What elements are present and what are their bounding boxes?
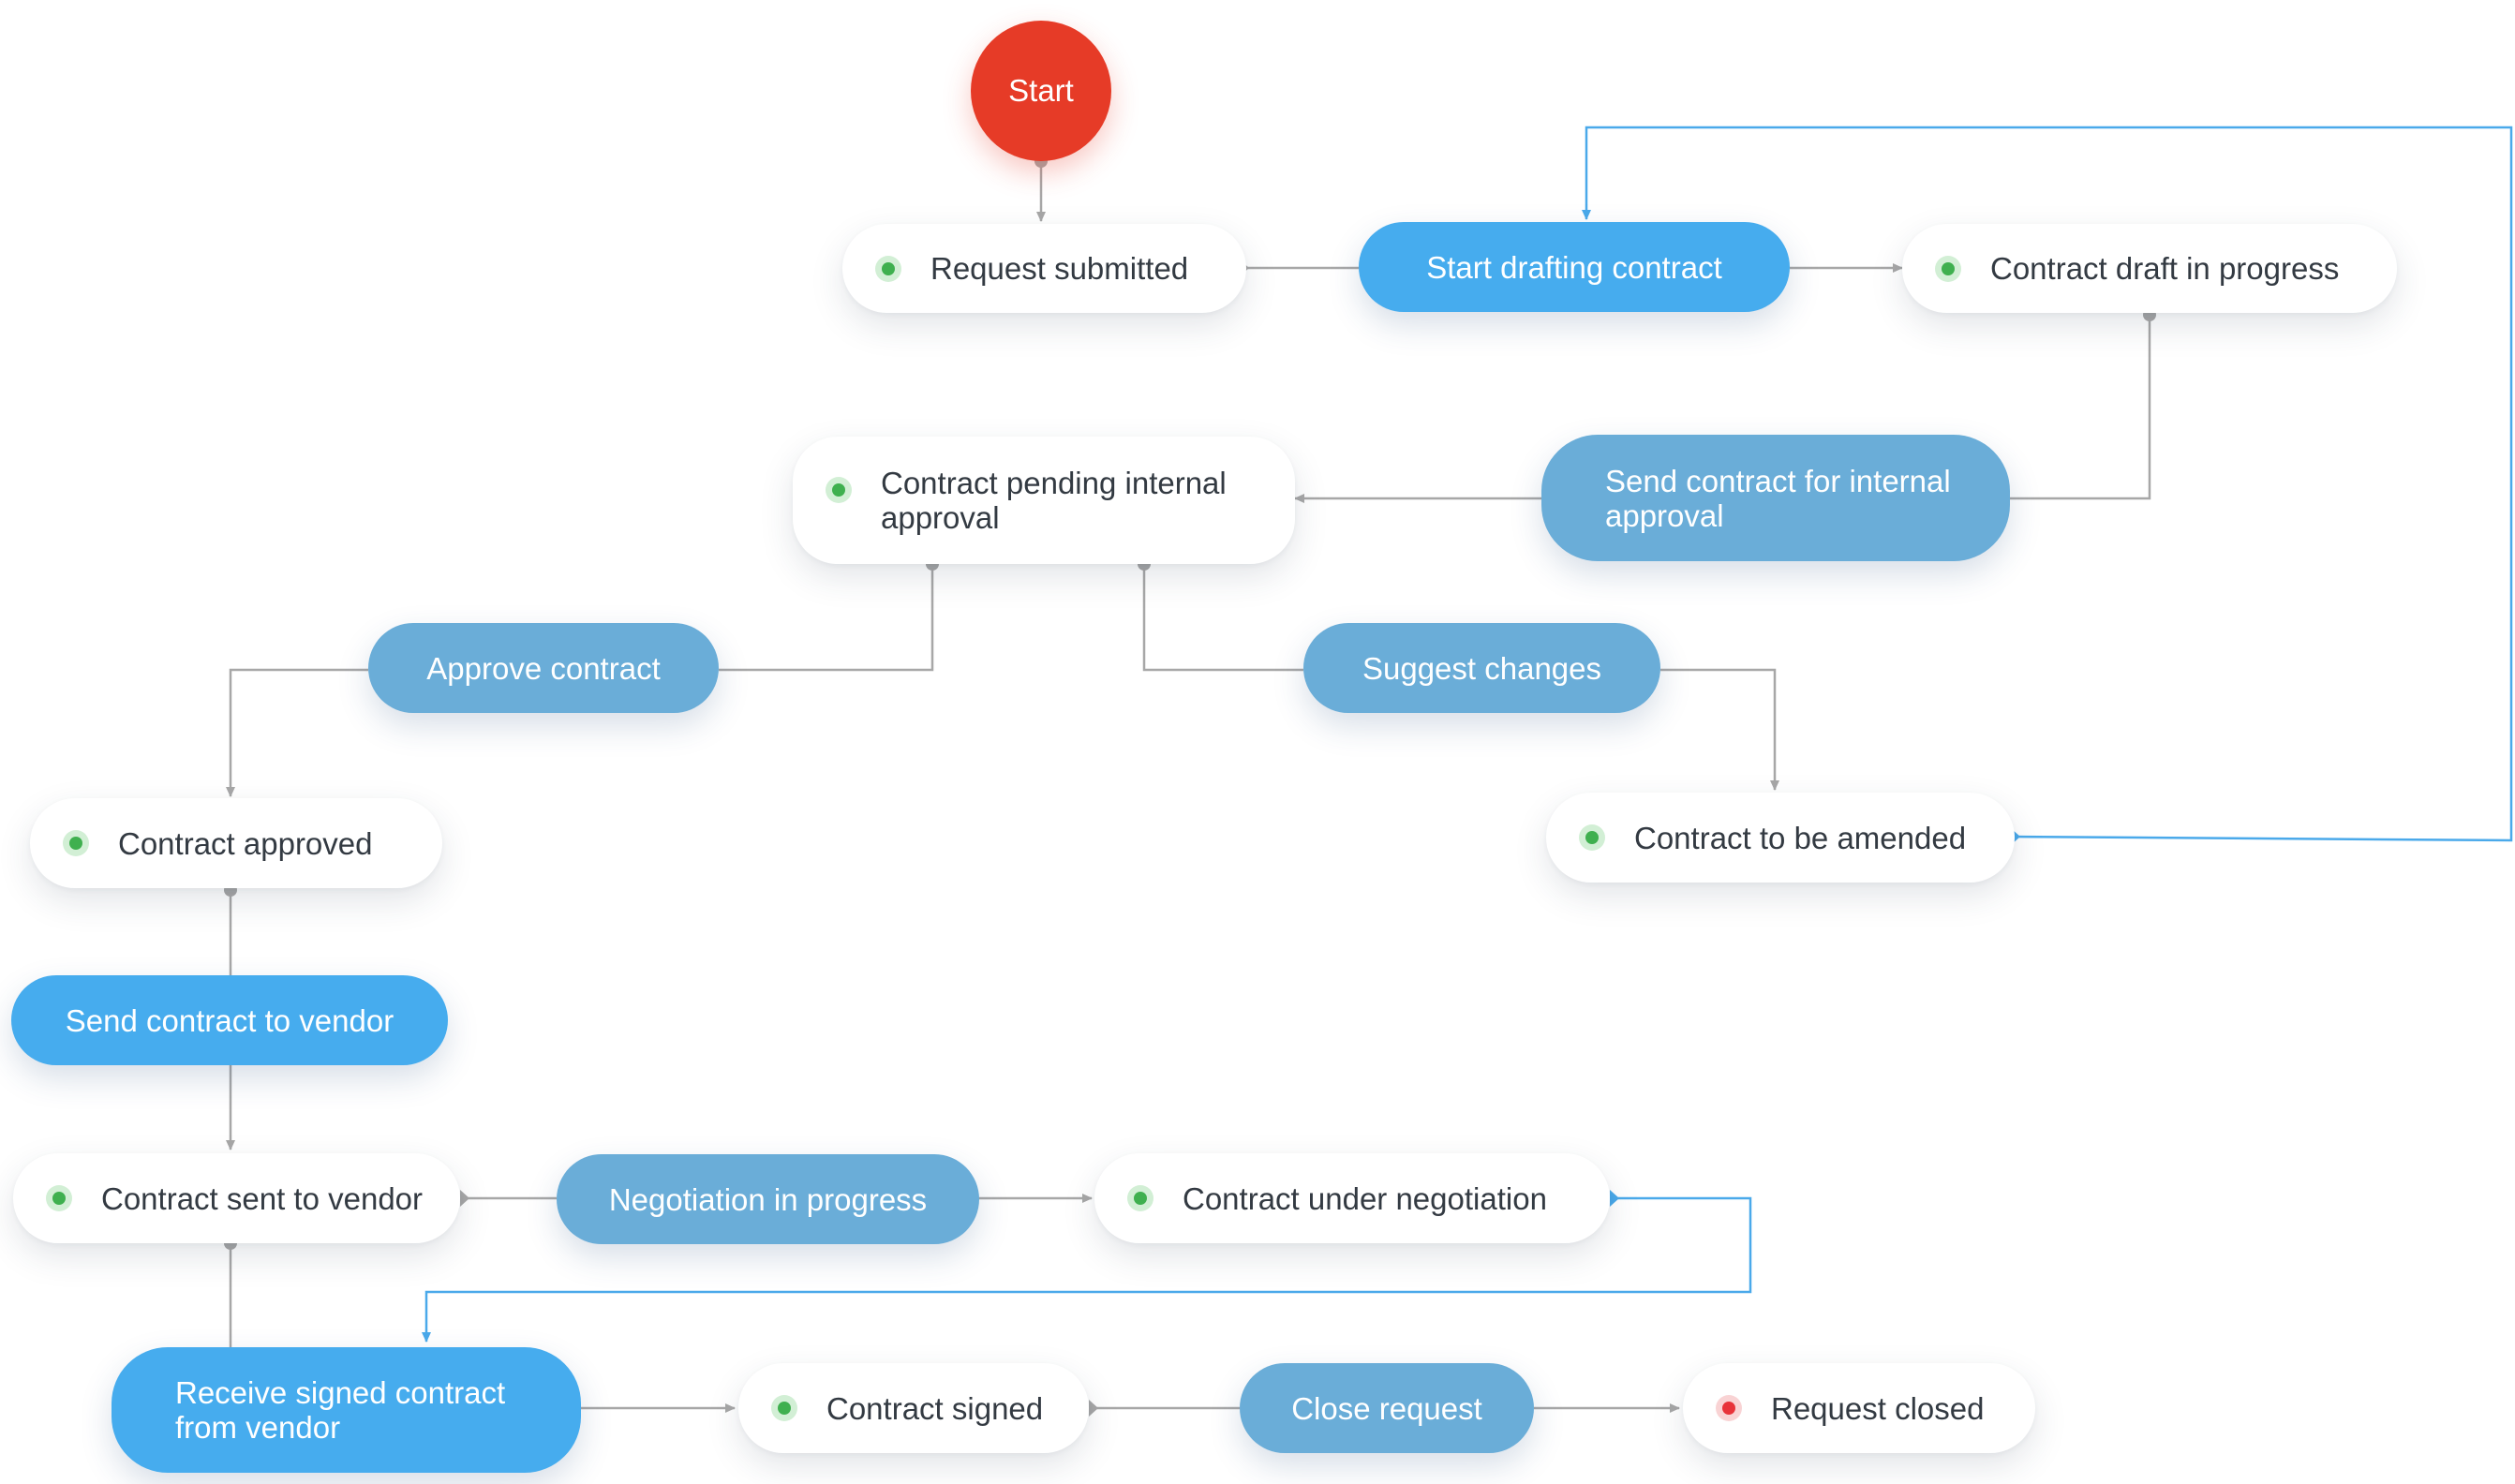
state-label: Contract under negotiation bbox=[1183, 1180, 1547, 1216]
state-request-submitted[interactable]: Request submitted bbox=[842, 224, 1246, 313]
loop-amended-to-drafting bbox=[1582, 126, 2513, 842]
status-dot-icon bbox=[1942, 261, 1955, 275]
status-dot-icon bbox=[778, 1402, 791, 1415]
status-dot-icon bbox=[1722, 1402, 1735, 1415]
status-dot-icon bbox=[69, 837, 82, 850]
state-contract-draft-in-progress[interactable]: Contract draft in progress bbox=[1902, 224, 2397, 313]
state-label: Contract to be amended bbox=[1634, 820, 1967, 855]
action-send-contract-to-vendor[interactable]: Send contract to vendor bbox=[11, 975, 448, 1065]
status-dot-icon bbox=[52, 1192, 66, 1205]
state-label: Contract sent to vendor bbox=[101, 1180, 424, 1216]
connector-draft-to-send-approval bbox=[2009, 315, 2151, 500]
status-dot-icon bbox=[882, 261, 895, 275]
loop-negotiation-to-receive-signed bbox=[422, 1196, 1752, 1343]
status-dot-icon bbox=[1585, 831, 1599, 844]
connector-pending-to-approve bbox=[719, 564, 934, 672]
state-contract-to-be-amended[interactable]: Contract to be amended bbox=[1546, 793, 2015, 883]
connector-approve-to-approved bbox=[226, 668, 368, 797]
status-dot-icon bbox=[832, 483, 845, 497]
action-start-drafting-contract[interactable]: Start drafting contract bbox=[1359, 222, 1790, 312]
connector-pending-to-suggest bbox=[1142, 564, 1303, 672]
state-contract-approved[interactable]: Contract approved bbox=[30, 798, 442, 888]
action-negotiation-in-progress[interactable]: Negotiation in progress bbox=[557, 1154, 979, 1244]
action-approve-contract[interactable]: Approve contract bbox=[368, 623, 719, 713]
status-dot-icon bbox=[1134, 1192, 1147, 1205]
state-contract-sent-to-vendor[interactable]: Contract sent to vendor bbox=[13, 1153, 460, 1243]
state-request-closed[interactable]: Request closed bbox=[1683, 1363, 2035, 1453]
connector-suggest-to-amended bbox=[1660, 668, 1779, 791]
start-node[interactable]: Start bbox=[971, 21, 1111, 161]
action-suggest-changes[interactable]: Suggest changes bbox=[1303, 623, 1660, 713]
state-contract-pending-internal-approval[interactable]: Contract pending internal approval bbox=[793, 437, 1295, 564]
state-label: Contract draft in progress bbox=[1990, 251, 2340, 286]
state-label: Contract signed bbox=[826, 1390, 1044, 1426]
state-label: Contract pending internal approval bbox=[881, 466, 1227, 535]
state-label: Request closed bbox=[1771, 1390, 1985, 1426]
state-label: Request submitted bbox=[930, 251, 1189, 286]
state-contract-signed[interactable]: Contract signed bbox=[738, 1363, 1089, 1453]
action-send-contract-for-internal-approval[interactable]: Send contract for internal approval bbox=[1541, 435, 2010, 561]
action-close-request[interactable]: Close request bbox=[1240, 1363, 1534, 1453]
state-contract-under-negotiation[interactable]: Contract under negotiation bbox=[1094, 1153, 1610, 1243]
action-receive-signed-contract-from-vendor[interactable]: Receive signed contract from vendor bbox=[112, 1347, 581, 1473]
state-label: Contract approved bbox=[118, 825, 373, 861]
